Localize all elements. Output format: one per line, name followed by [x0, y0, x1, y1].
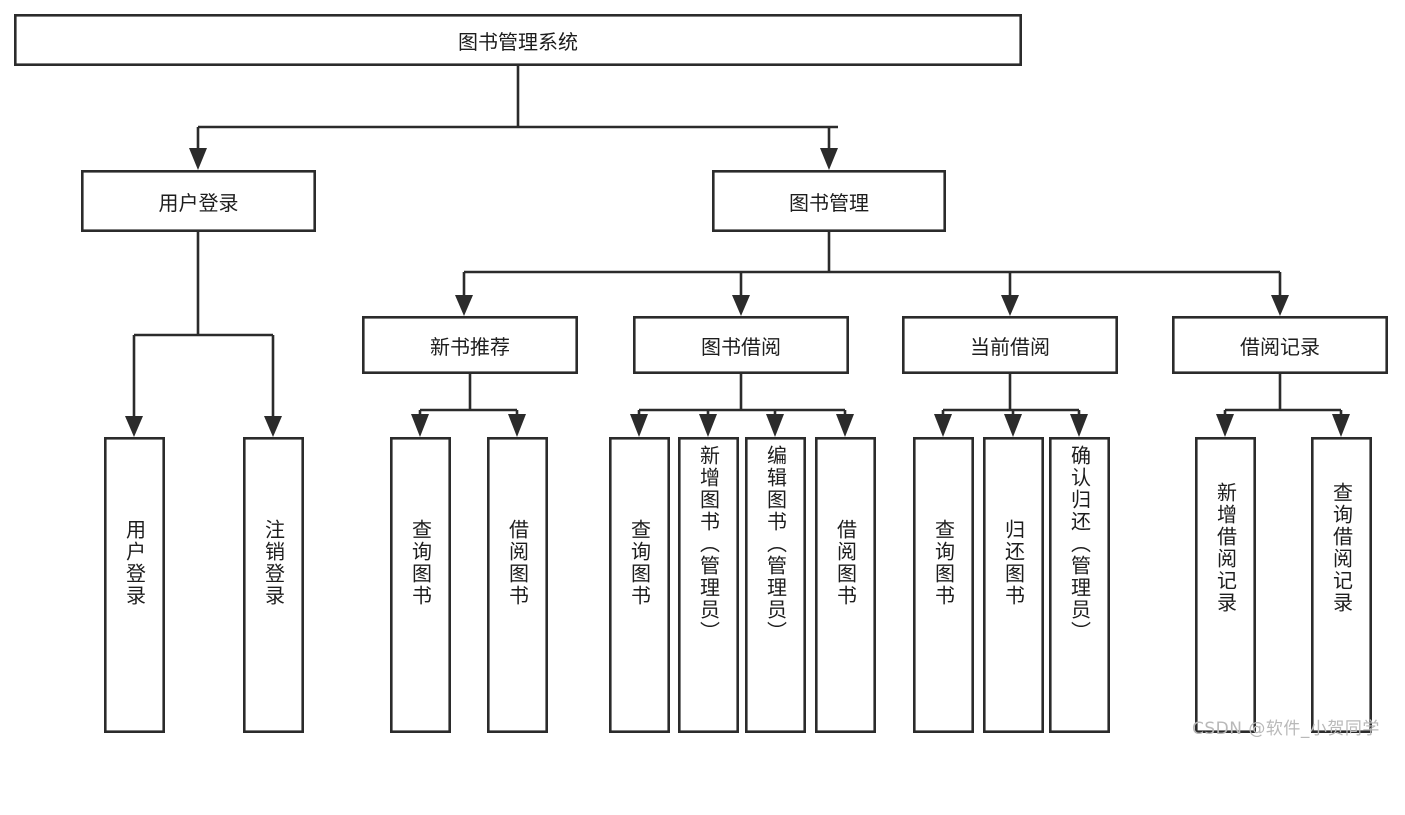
diagram-svg [14, 14, 1389, 733]
leaf-box-9[interactable] [982, 436, 1044, 733]
leaf-box-8[interactable] [912, 436, 974, 733]
edge-group-root [189, 66, 838, 170]
leaf-box-7[interactable] [814, 436, 876, 733]
edge-group-book-management [455, 231, 1289, 316]
node-box-root[interactable] [14, 14, 1023, 67]
csdn-watermark: CSDN @软件_小贺同学 [1192, 719, 1380, 739]
edge-group-new-book-recommend [411, 373, 526, 437]
node-box-new-book-recommend[interactable] [361, 315, 578, 374]
edge-group-borrow-record [1216, 373, 1350, 437]
node-box-borrow-record[interactable] [1172, 315, 1389, 374]
node-box-current-borrow[interactable] [901, 315, 1118, 374]
leaf-box-11[interactable] [1195, 436, 1257, 733]
leaf-box-6[interactable] [744, 436, 806, 733]
leaf-box-2[interactable] [389, 436, 451, 733]
leaf-box-3[interactable] [486, 436, 548, 733]
leaf-box-0[interactable] [104, 436, 166, 733]
leaf-box-5[interactable] [677, 436, 739, 733]
node-box-user-login[interactable] [81, 170, 316, 233]
leaf-box-10[interactable] [1049, 436, 1111, 733]
edge-group-current-borrow [934, 373, 1088, 437]
node-box-book-borrow[interactable] [632, 315, 849, 374]
leaf-box-4[interactable] [608, 436, 670, 733]
leaf-box-1[interactable] [243, 436, 305, 733]
diagram-canvas: 图书管理系统 用户登录 图书管理 新书推荐 图书借阅 当前借阅 借阅记录 用户登… [14, 14, 1389, 739]
edge-group-book-borrow [630, 373, 854, 437]
node-box-book-management[interactable] [711, 170, 946, 233]
leaf-box-12[interactable] [1311, 436, 1373, 733]
edge-group-user-login [125, 231, 282, 437]
